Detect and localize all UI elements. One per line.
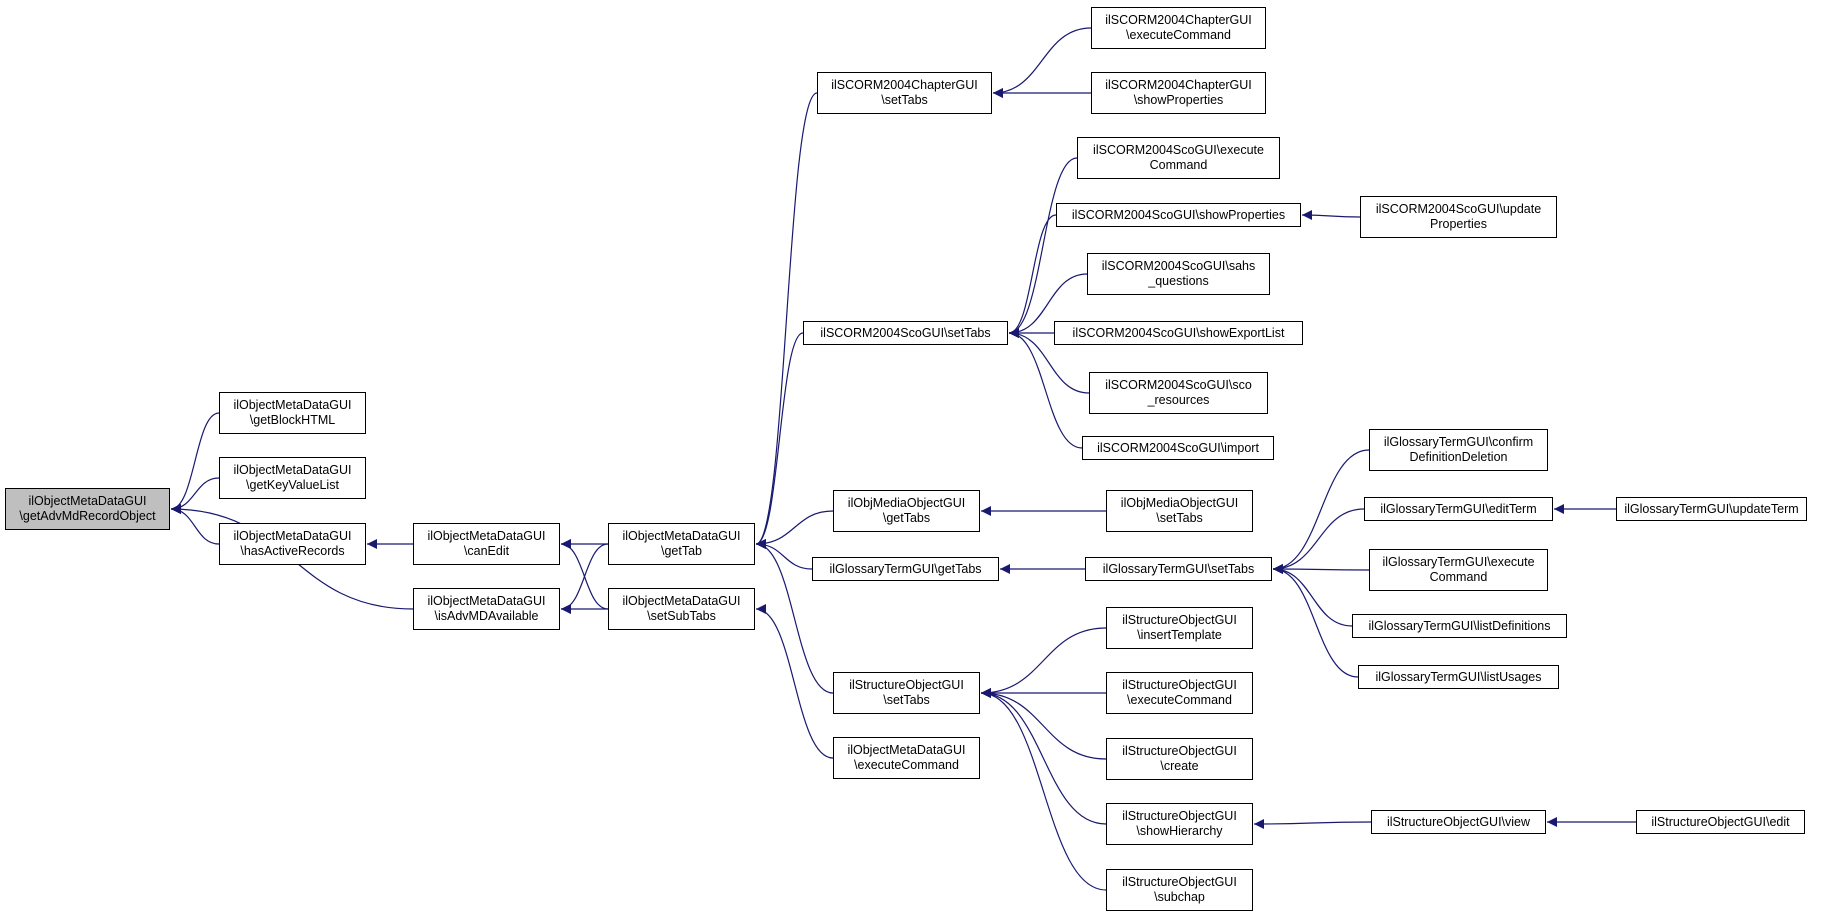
edge-sco-sahs-to-sco-set-tabs (1008, 273, 1088, 338)
node-chap-set-tabs[interactable]: ilSCORM2004ChapterGUI \setTabs (817, 72, 992, 114)
node-has-active-records[interactable]: ilObjectMetaDataGUI \hasActiveRecords (219, 523, 366, 565)
node-mob-set-tabs[interactable]: ilObjMediaObjectGUI \setTabs (1106, 490, 1253, 532)
node-struct-insert[interactable]: ilStructureObjectGUI \insertTemplate (1106, 607, 1253, 649)
edge-gloss-get-tabs-to-get-tab (755, 539, 813, 570)
node-sco-set-tabs[interactable]: ilSCORM2004ScoGUI\setTabs (803, 321, 1008, 345)
node-struct-view[interactable]: ilStructureObjectGUI\view (1371, 810, 1546, 834)
node-mob-get-tabs[interactable]: ilObjMediaObjectGUI \getTabs (833, 490, 980, 532)
node-gloss-get-tabs[interactable]: ilGlossaryTermGUI\getTabs (812, 557, 999, 581)
edge-struct-view-to-struct-show-hier (1253, 818, 1372, 829)
node-gloss-update-term[interactable]: ilGlossaryTermGUI\updateTerm (1616, 497, 1807, 521)
edge-struct-subchap-to-struct-set-tabs (980, 688, 1107, 891)
edge-sco-exec-to-sco-set-tabs (1008, 157, 1078, 338)
edge-get-block-html-to-root (170, 412, 220, 514)
edge-sco-import-to-sco-set-tabs (1008, 328, 1083, 449)
edge-sco-update-props-to-sco-show-props (1301, 210, 1361, 221)
edge-gloss-list-defs-to-gloss-set-tabs (1272, 564, 1353, 627)
edge-struct-create-to-struct-set-tabs (980, 688, 1107, 760)
node-is-adv-mdavailable[interactable]: ilObjectMetaDataGUI \isAdvMDAvailable (413, 588, 560, 630)
edge-gloss-list-usages-to-gloss-set-tabs (1272, 564, 1359, 678)
node-sco-show-props[interactable]: ilSCORM2004ScoGUI\showProperties (1056, 203, 1301, 227)
node-get-block-html[interactable]: ilObjectMetaDataGUI \getBlockHTML (219, 392, 366, 434)
node-gloss-edit-term[interactable]: ilGlossaryTermGUI\editTerm (1364, 497, 1553, 521)
root-node: ilObjectMetaDataGUI \getAdvMdRecordObjec… (5, 488, 170, 530)
edge-struct-show-hier-to-struct-set-tabs (980, 688, 1107, 825)
node-sco-res[interactable]: ilSCORM2004ScoGUI\sco _resources (1089, 372, 1268, 414)
node-sco-import[interactable]: ilSCORM2004ScoGUI\import (1082, 436, 1274, 460)
node-struct-create[interactable]: ilStructureObjectGUI \create (1106, 738, 1253, 780)
edge-sco-set-tabs-to-get-tab (755, 332, 804, 549)
edge-sco-show-props-to-sco-set-tabs (1008, 214, 1057, 338)
node-get-key-value-list[interactable]: ilObjectMetaDataGUI \getKeyValueList (219, 457, 366, 499)
edge-chap-exec-to-chap-set-tabs (992, 27, 1092, 98)
node-can-edit[interactable]: ilObjectMetaDataGUI \canEdit (413, 523, 560, 565)
node-chap-exec[interactable]: ilSCORM2004ChapterGUI \executeCommand (1091, 7, 1266, 49)
edge-has-active-records-to-root (170, 504, 220, 545)
node-struct-subchap[interactable]: ilStructureObjectGUI \subchap (1106, 869, 1253, 911)
node-gloss-list-usages[interactable]: ilGlossaryTermGUI\listUsages (1358, 665, 1559, 689)
node-sco-exec[interactable]: ilSCORM2004ScoGUI\execute Command (1077, 137, 1280, 179)
edge-gloss-exec-to-gloss-set-tabs (1272, 564, 1370, 575)
edge-gloss-confirm-to-gloss-set-tabs (1272, 449, 1370, 574)
edge-struct-set-tabs-to-get-tab (755, 539, 834, 694)
node-sco-export-list[interactable]: ilSCORM2004ScoGUI\showExportList (1054, 321, 1303, 345)
node-get-tab[interactable]: ilObjectMetaDataGUI \getTab (608, 523, 755, 565)
node-struct-edit[interactable]: ilStructureObjectGUI\edit (1636, 810, 1805, 834)
node-sco-sahs[interactable]: ilSCORM2004ScoGUI\sahs _questions (1087, 253, 1270, 295)
node-sco-update-props[interactable]: ilSCORM2004ScoGUI\update Properties (1360, 196, 1557, 238)
edge-get-tab-to-is-adv-mdavailable (560, 543, 609, 614)
edge-gloss-edit-term-to-gloss-set-tabs (1272, 508, 1365, 574)
node-gloss-exec[interactable]: ilGlossaryTermGUI\execute Command (1369, 549, 1548, 591)
node-struct-set-tabs[interactable]: ilStructureObjectGUI \setTabs (833, 672, 980, 714)
node-set-sub-tabs[interactable]: ilObjectMetaDataGUI \setSubTabs (608, 588, 755, 630)
node-struct-show-hier[interactable]: ilStructureObjectGUI \showHierarchy (1106, 803, 1253, 845)
node-chap-show-props[interactable]: ilSCORM2004ChapterGUI \showProperties (1091, 72, 1266, 114)
edge-struct-insert-to-struct-set-tabs (980, 627, 1107, 698)
node-gloss-list-defs[interactable]: ilGlossaryTermGUI\listDefinitions (1352, 614, 1567, 638)
node-gloss-set-tabs[interactable]: ilGlossaryTermGUI\setTabs (1085, 557, 1272, 581)
edge-mob-get-tabs-to-get-tab (755, 510, 834, 549)
edge-chap-set-tabs-to-get-tab (755, 92, 818, 549)
edge-get-key-value-list-to-root (170, 477, 220, 514)
node-md-exec-cmd[interactable]: ilObjectMetaDataGUI \executeCommand (833, 737, 980, 779)
edge-sco-res-to-sco-set-tabs (1008, 328, 1090, 394)
node-gloss-confirm[interactable]: ilGlossaryTermGUI\confirm DefinitionDele… (1369, 429, 1548, 471)
node-struct-exec[interactable]: ilStructureObjectGUI \executeCommand (1106, 672, 1253, 714)
edge-md-exec-cmd-to-set-sub-tabs (755, 604, 834, 759)
